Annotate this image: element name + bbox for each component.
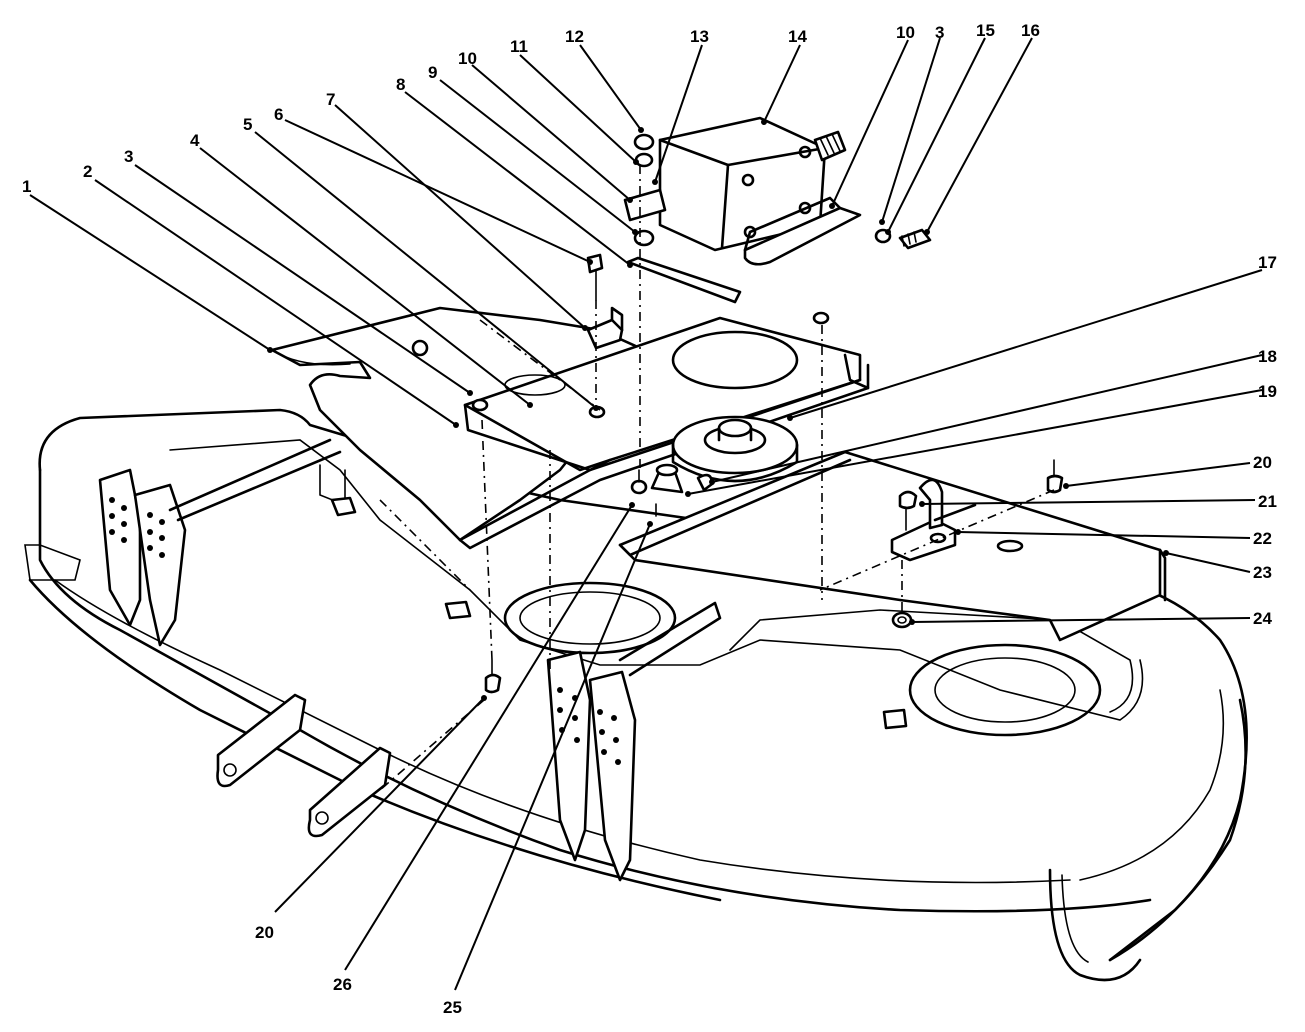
callout-leader-lines: [29, 37, 1263, 991]
callout-8: 8: [396, 75, 405, 94]
callout-1: 1: [22, 177, 31, 196]
callout-16: 16: [1021, 21, 1040, 40]
leader-16: [924, 37, 1033, 235]
leader-5: [254, 131, 599, 411]
center-hanger-brackets: [546, 601, 722, 882]
leader-6: [284, 119, 593, 265]
callout-20: 20: [1253, 453, 1272, 472]
callout-6: 6: [274, 105, 283, 124]
drive-pulley: [671, 415, 799, 483]
leader-4: [199, 147, 533, 408]
leader-12: [579, 44, 644, 133]
callout-numbers: 1 2 3 4 5 6 7 8 9 10 11 12 13 14 10 3 15…: [22, 21, 1277, 1017]
callout-3: 3: [124, 147, 133, 166]
leader-17: [787, 269, 1263, 421]
leader-24: [909, 617, 1251, 625]
leader-15: [885, 37, 986, 235]
callout-25: 25: [443, 998, 462, 1017]
leader-22: [955, 529, 1251, 539]
leader-7: [334, 104, 588, 331]
leader-23: [1163, 550, 1251, 573]
callout-22: 22: [1253, 529, 1272, 548]
callout-20b: 20: [255, 923, 274, 942]
leader-13: [652, 44, 703, 185]
leader-14: [761, 44, 801, 125]
belt-guide-bracket: [890, 478, 977, 562]
callout-13: 13: [690, 27, 709, 46]
leader-2: [94, 179, 459, 428]
front-deck-hanger-tabs: [216, 693, 392, 838]
leader-9: [439, 79, 638, 235]
leader-10b: [829, 39, 909, 209]
callout-17: 17: [1258, 253, 1277, 272]
callout-10b: 10: [896, 23, 915, 42]
callout-23: 23: [1253, 563, 1272, 582]
mower-deck-housing: [24, 408, 1248, 982]
callout-19: 19: [1258, 382, 1277, 401]
callout-3b: 3: [935, 23, 944, 42]
leader-26: [344, 502, 635, 971]
gearbox: [623, 116, 862, 266]
callout-10: 10: [458, 49, 477, 68]
callout-9: 9: [428, 63, 437, 82]
leader-18: [709, 354, 1263, 485]
callout-7: 7: [326, 90, 335, 109]
left-hanger-brackets: [98, 438, 342, 647]
leader-19: [685, 389, 1263, 497]
hardware-fasteners: [471, 133, 1064, 694]
leader-20a: [1063, 462, 1251, 489]
callout-2: 2: [83, 162, 92, 181]
leader-21: [919, 499, 1256, 507]
leader-3b: [879, 37, 941, 225]
callout-14: 14: [788, 27, 807, 46]
leader-3a: [134, 164, 473, 396]
idler-arm-plate: [618, 450, 1167, 642]
angle-bracket: [586, 306, 624, 350]
callout-15: 15: [976, 21, 995, 40]
callout-11: 11: [510, 37, 528, 56]
gearbox-support-bar: [626, 256, 742, 304]
callout-24: 24: [1253, 609, 1272, 628]
callout-5: 5: [243, 115, 252, 134]
leader-20b: [274, 695, 487, 913]
leader-11: [519, 54, 639, 165]
callout-21: 21: [1258, 492, 1277, 511]
callout-12: 12: [565, 27, 584, 46]
leader-10a: [471, 64, 633, 203]
gearbox-mount-plate: [458, 316, 870, 550]
leader-25: [454, 521, 653, 991]
leader-1: [29, 194, 273, 353]
leader-8: [404, 91, 633, 268]
callout-18: 18: [1258, 347, 1277, 366]
callout-4: 4: [190, 131, 200, 150]
callout-26: 26: [333, 975, 352, 994]
